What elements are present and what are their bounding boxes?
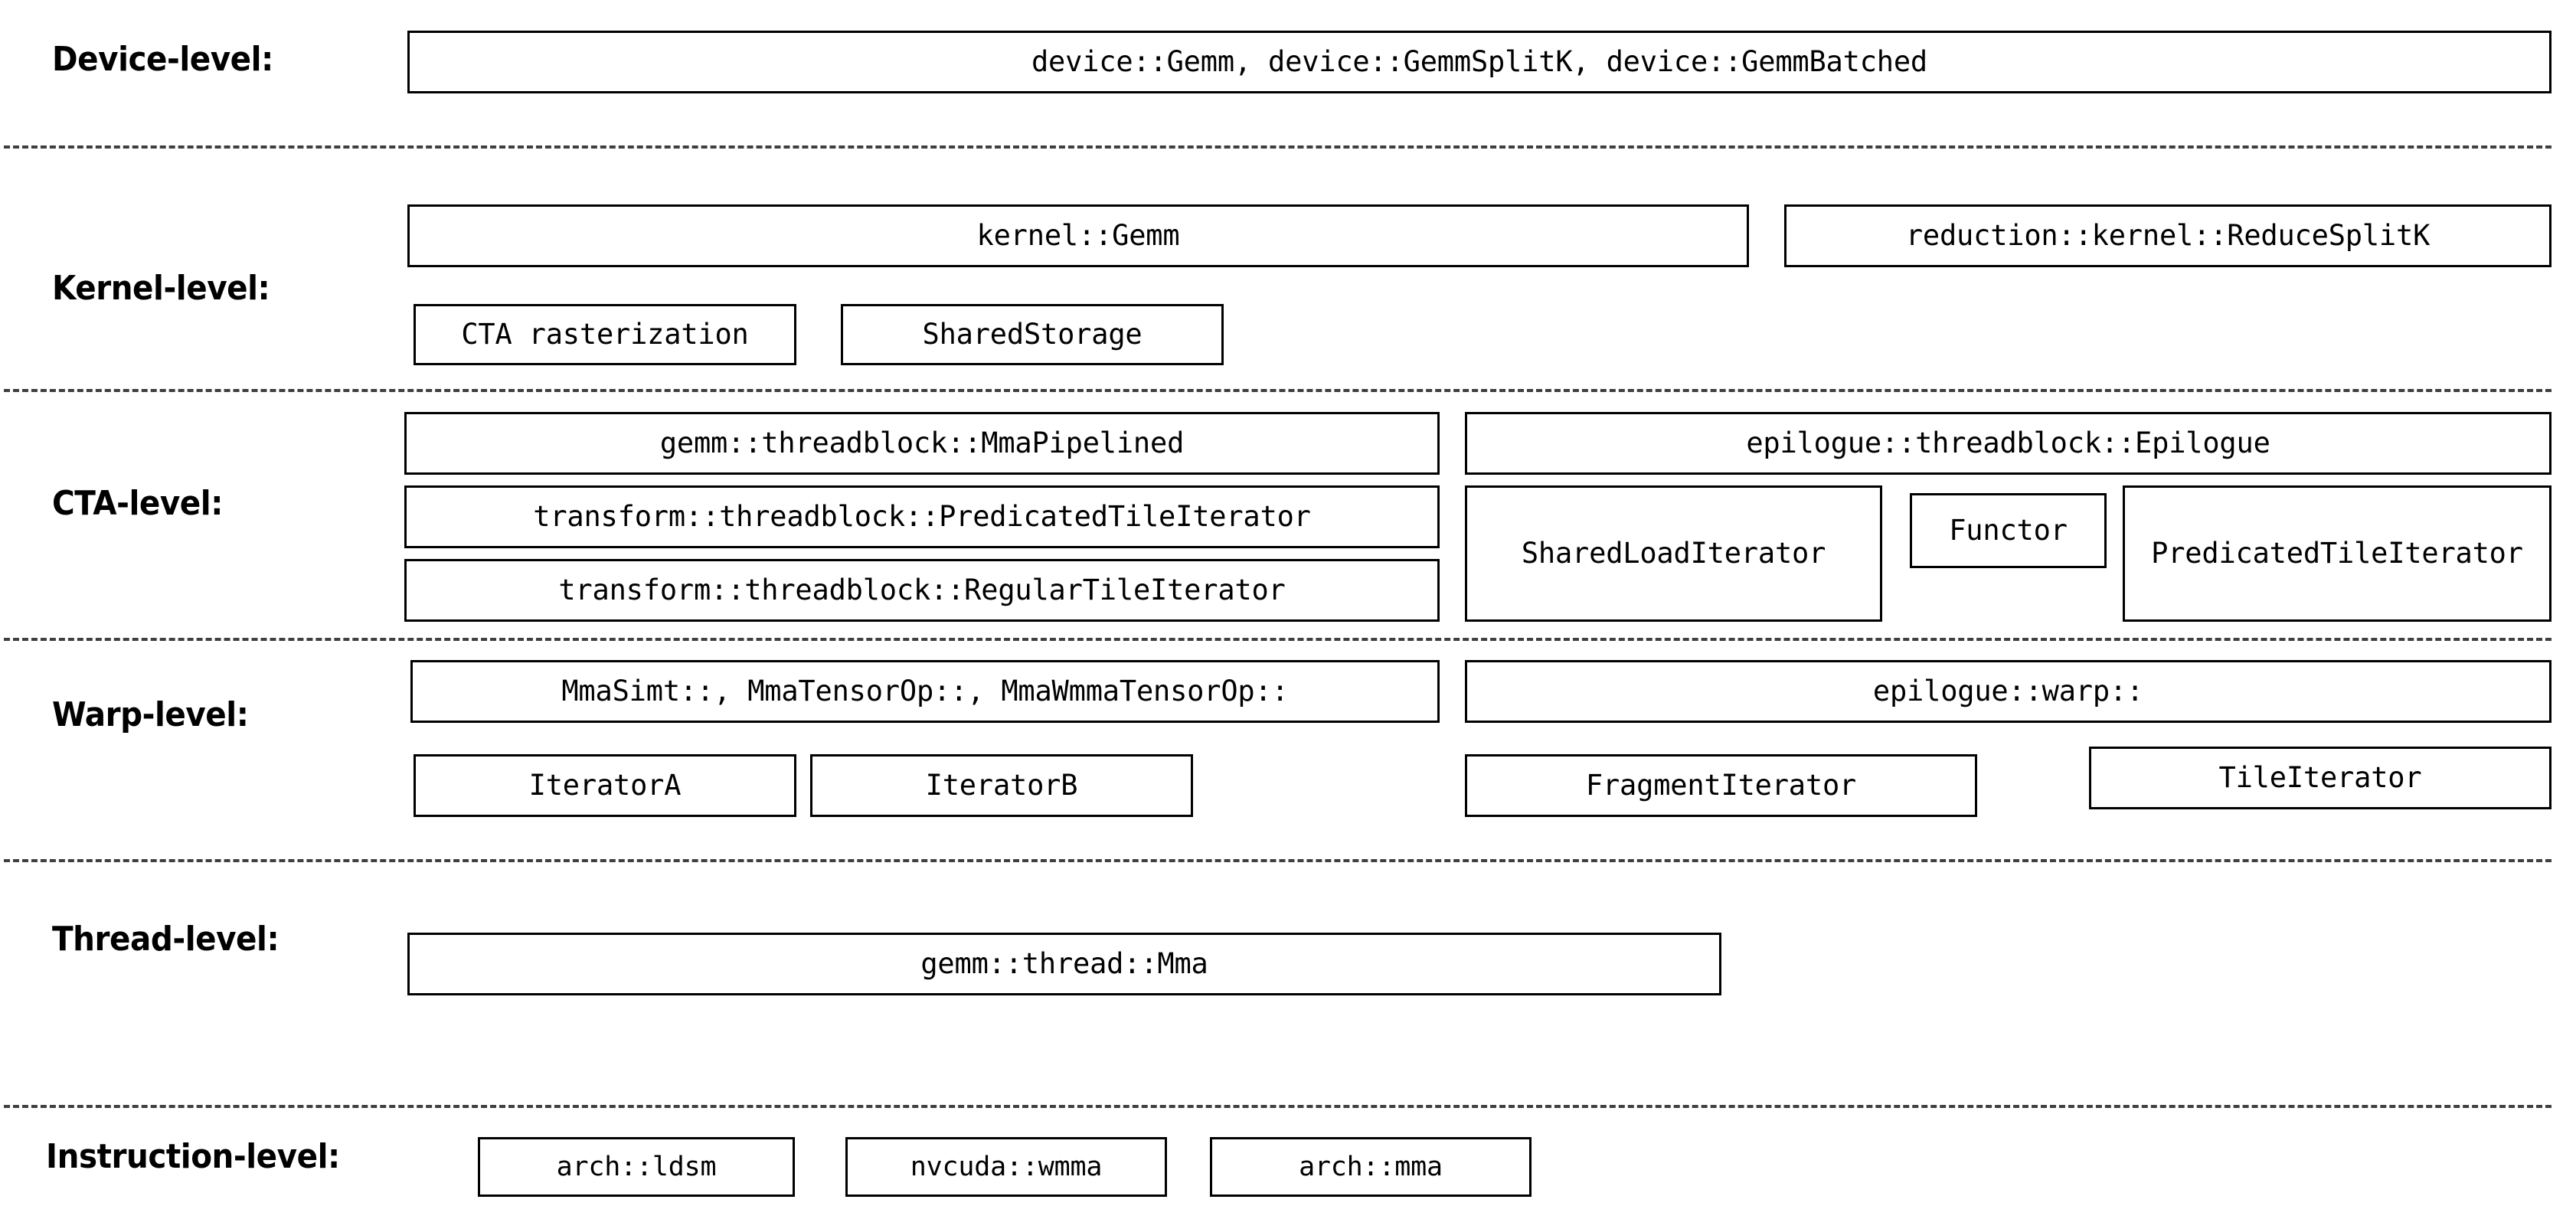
level-label-device: Device-level: xyxy=(52,40,273,79)
box-epilogue-warp[interactable]: epilogue::warp:: xyxy=(1465,660,2551,723)
box-iterator-b[interactable]: IteratorB xyxy=(810,754,1193,817)
box-predicatedtileiterator[interactable]: PredicatedTileIterator xyxy=(2123,485,2551,622)
box-arch-mma[interactable]: arch::mma xyxy=(1210,1137,1532,1197)
level-label-kernel: Kernel-level: xyxy=(52,269,270,308)
level-label-thread: Thread-level: xyxy=(52,920,280,959)
separator-cta-warp xyxy=(4,638,2551,641)
box-shared-storage[interactable]: SharedStorage xyxy=(841,304,1224,365)
level-label-instruction: Instruction-level: xyxy=(46,1137,340,1176)
box-nvcuda-wmma[interactable]: nvcuda::wmma xyxy=(845,1137,1167,1197)
box-kernel-gemm[interactable]: kernel::Gemm xyxy=(407,204,1749,267)
box-epilogue-threadblock-epilogue[interactable]: epilogue::threadblock::Epilogue xyxy=(1465,412,2551,475)
box-functor[interactable]: Functor xyxy=(1910,493,2107,568)
separator-device-kernel xyxy=(4,145,2551,149)
box-warp-mma-ops[interactable]: MmaSimt::, MmaTensorOp::, MmaWmmaTensorO… xyxy=(410,660,1440,723)
level-label-cta: CTA-level: xyxy=(52,484,223,523)
box-transform-threadblock-predicatedtileiterator[interactable]: transform::threadblock::PredicatedTileIt… xyxy=(404,485,1440,548)
box-fragmentiterator[interactable]: FragmentIterator xyxy=(1465,754,1977,817)
level-label-warp: Warp-level: xyxy=(52,695,249,734)
box-tileiterator[interactable]: TileIterator xyxy=(2089,747,2551,809)
separator-warp-thread xyxy=(4,859,2551,862)
box-cta-rasterization[interactable]: CTA rasterization xyxy=(414,304,796,365)
box-device-gemm[interactable]: device::Gemm, device::GemmSplitK, device… xyxy=(407,31,2551,93)
box-gemm-thread-mma[interactable]: gemm::thread::Mma xyxy=(407,933,1721,995)
box-transform-threadblock-regulartileiterator[interactable]: transform::threadblock::RegularTileItera… xyxy=(404,559,1440,622)
box-sharedloaditerator[interactable]: SharedLoadIterator xyxy=(1465,485,1882,622)
box-iterator-a[interactable]: IteratorA xyxy=(414,754,796,817)
box-reduction-kernel-reducesplitk[interactable]: reduction::kernel::ReduceSplitK xyxy=(1784,204,2551,267)
separator-thread-instruction xyxy=(4,1105,2551,1108)
box-arch-ldsm[interactable]: arch::ldsm xyxy=(478,1137,795,1197)
box-gemm-threadblock-mmapipelined[interactable]: gemm::threadblock::MmaPipelined xyxy=(404,412,1440,475)
separator-kernel-cta xyxy=(4,389,2551,392)
